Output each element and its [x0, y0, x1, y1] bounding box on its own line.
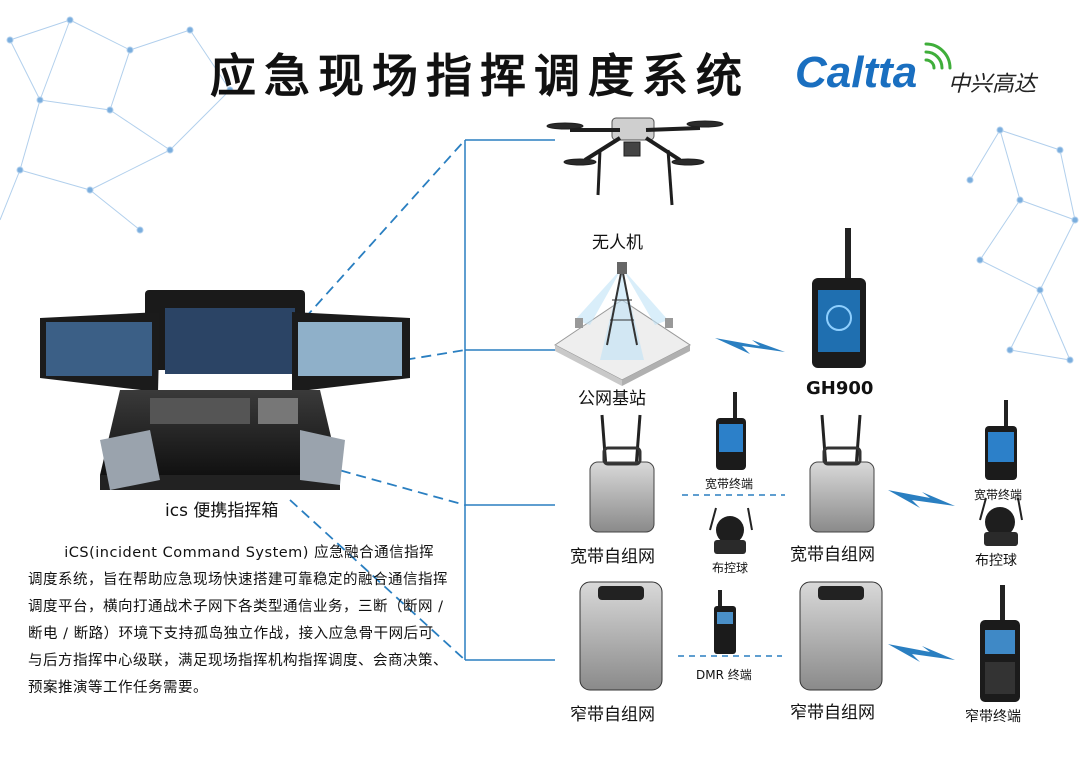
logo-signal-icon — [924, 42, 952, 70]
background-mesh-topleft — [0, 16, 234, 234]
broadband-terminal-label-right: 宽带终端 — [974, 488, 1023, 502]
broadband-terminal-label-mid: 宽带终端 — [705, 477, 754, 491]
broadband-radio-icon-2 — [809, 414, 875, 533]
base-station-icon — [554, 262, 691, 386]
dmr-terminal-icon — [714, 590, 736, 654]
brand-logo-cn: 中兴高达 — [948, 72, 1037, 97]
narrowband-mesh-label-2: 窄带自组网 — [790, 703, 875, 723]
broadband-radio-icon-1 — [589, 414, 655, 533]
system-description: iCS(incident Command System) 应急融合通信指挥调度系… — [28, 545, 448, 696]
broadband-mesh-label-1: 宽带自组网 — [570, 547, 655, 567]
page-title: 应急现场指挥调度系统 — [210, 49, 750, 103]
dmr-terminal-label: DMR 终端 — [696, 668, 752, 682]
bracket-connector — [464, 139, 555, 661]
narrowband-mesh-label-1: 窄带自组网 — [570, 705, 655, 725]
broadband-terminal-icon-right — [985, 400, 1017, 480]
gh900-phone-icon — [812, 228, 866, 368]
drone-icon — [546, 117, 724, 206]
base-station-label: 公网基站 — [578, 389, 646, 409]
wireless-link-icon — [715, 338, 955, 662]
drone-label: 无人机 — [592, 233, 643, 253]
ptz-camera-label-right: 布控球 — [975, 553, 1017, 569]
narrowband-terminal-icon — [980, 585, 1020, 702]
brand-logo: Caltta — [795, 48, 918, 97]
ics-box-label: ics 便携指挥箱 — [165, 501, 279, 521]
ptz-camera-icon-right — [979, 497, 1023, 546]
ptz-camera-icon-mid — [709, 507, 753, 554]
ics-command-box-icon — [40, 290, 410, 490]
narrowband-radio-icon-2 — [799, 581, 883, 691]
gh900-label: GH900 — [806, 378, 874, 399]
ptz-camera-label-mid: 布控球 — [712, 561, 749, 575]
broadband-mesh-label-2: 宽带自组网 — [790, 545, 875, 565]
broadband-terminal-icon-mid — [716, 392, 746, 470]
narrowband-radio-icon-1 — [579, 581, 663, 691]
narrowband-terminal-label: 窄带终端 — [965, 709, 1021, 725]
background-mesh-right — [966, 126, 1079, 364]
